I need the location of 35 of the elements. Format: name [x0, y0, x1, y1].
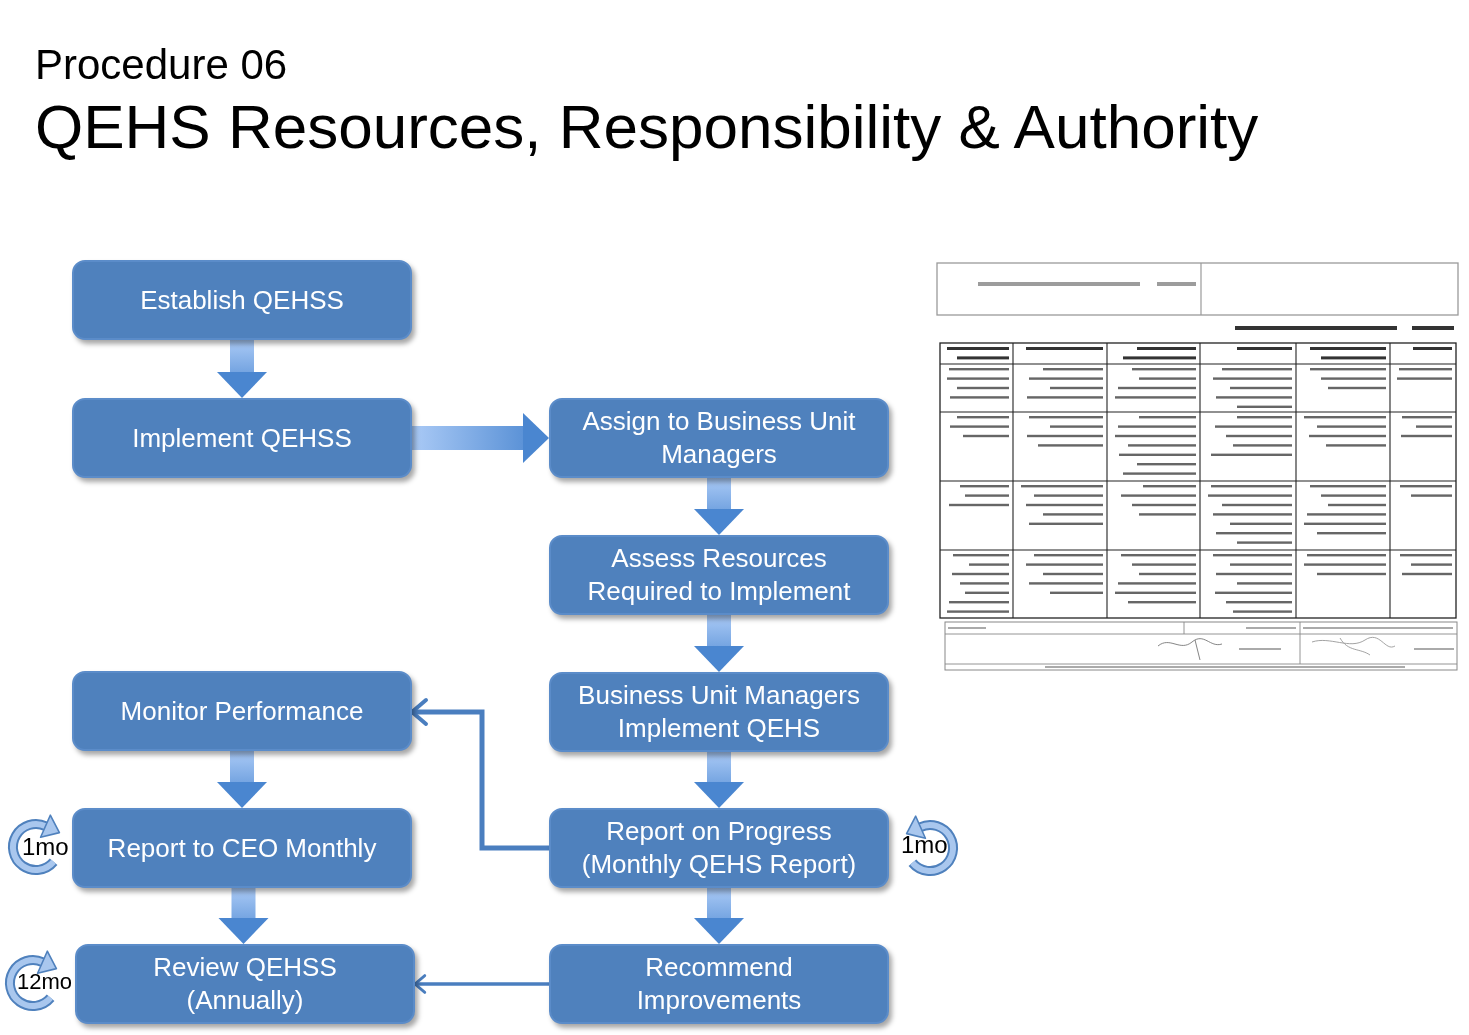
- elbow-arrow: [410, 698, 549, 851]
- block-arrow: [218, 888, 269, 944]
- step-label: Monitor Performance: [120, 694, 364, 728]
- block-arrow: [694, 615, 744, 672]
- process-box: [549, 398, 889, 478]
- block-arrow: [217, 340, 267, 398]
- step-label: Implement QEHSS: [132, 421, 352, 455]
- interval-label: 12mo: [17, 970, 73, 995]
- step-label: Establish QEHSS: [140, 283, 344, 317]
- interval-label: 1mo: [22, 834, 69, 861]
- process-box: [75, 944, 415, 1024]
- process-box: [549, 944, 889, 1024]
- process-box: [549, 672, 889, 752]
- process-box: [72, 671, 412, 751]
- block-arrow: [217, 751, 267, 808]
- block-arrow: [694, 478, 744, 535]
- arrow: [413, 974, 549, 994]
- step-label: Assess Resources Required to Implement: [586, 542, 852, 608]
- interval-label: 1mo: [901, 832, 948, 859]
- block-arrow: [694, 752, 744, 808]
- process-box: [549, 808, 889, 888]
- step-label: Review QEHSS (Annually): [152, 951, 338, 1017]
- block-arrow: [412, 413, 549, 463]
- block-arrow: [694, 888, 744, 944]
- step-label: Business Unit Managers Implement QEHS: [577, 679, 861, 745]
- step-label: Assign to Business Unit Managers: [581, 405, 857, 471]
- diagram-title: QEHS Resources, Responsibility & Authority: [35, 91, 1259, 163]
- process-box: [549, 535, 889, 615]
- step-label: Report to CEO Monthly: [107, 831, 377, 865]
- step-label: Recommend Improvements: [635, 951, 803, 1017]
- step-label: Report on Progress (Monthly QEHS Report): [580, 815, 858, 881]
- process-box: [72, 398, 412, 478]
- process-box: [72, 260, 412, 340]
- procedure-heading: Procedure 06: [35, 41, 288, 90]
- process-box: [72, 808, 412, 888]
